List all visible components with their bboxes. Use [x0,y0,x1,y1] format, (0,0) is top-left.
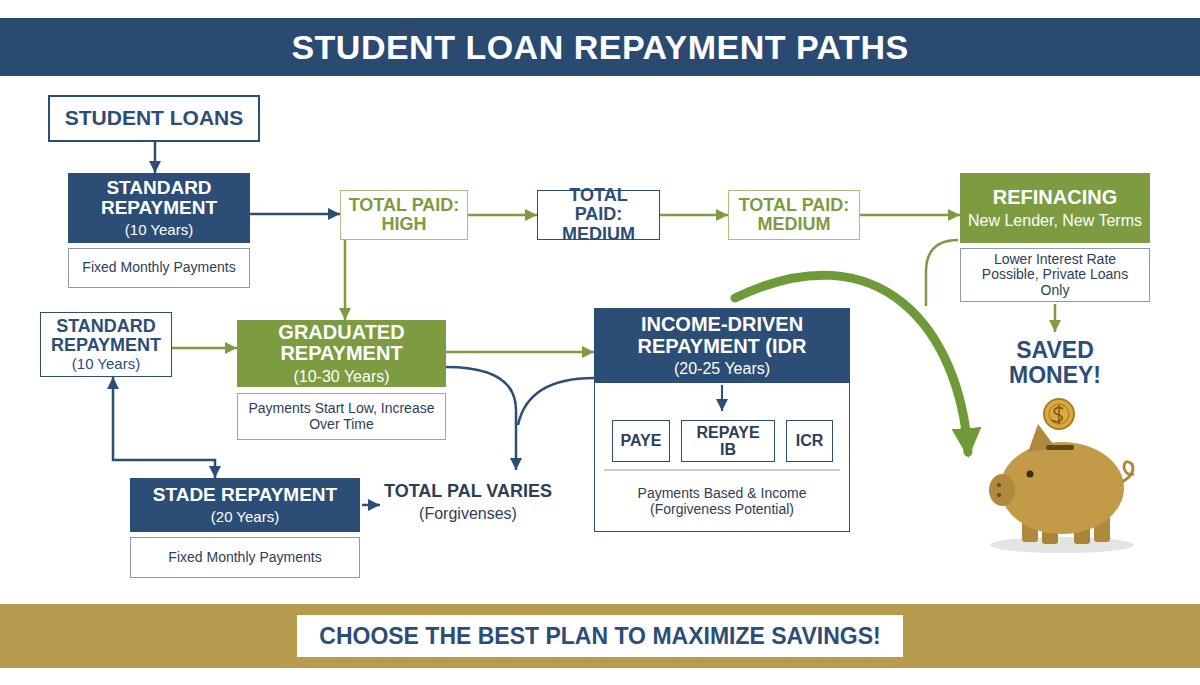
merge-line [518,378,594,425]
box-text: (10 Years) [72,356,140,372]
box-title: ICR [796,432,824,449]
box-title: TOTAL PAID: MEDIUM [735,196,853,235]
inner-arrow [721,385,723,411]
piggy-body [1000,442,1124,534]
piggy-tail [1122,462,1134,482]
plan-box: INCOME-DRIVEN REPAYMENT (IDR (20-25 Years… [594,308,850,532]
piggy-nostril [997,483,1001,487]
box-body: Payments Based & Income (Forgiveness Pot… [595,473,849,530]
box-title: GRADUATED REPAYMENT [243,322,440,365]
flow-arrow [344,240,347,320]
box-title: TOTAL PAID: MEDIUM [544,186,653,244]
piggy-leg [1094,508,1110,542]
piggy-eye [1027,471,1034,478]
box-text: New Lender, New Terms [968,212,1142,229]
separator-line [604,470,840,471]
box-body: Fixed Monthly Payments [130,537,360,578]
box-text: Lower Interest Rate Possible, Private Lo… [967,252,1143,297]
flow-arrow [660,214,728,217]
box-text: (20 Years) [211,509,279,525]
plan-box: GRADUATED REPAYMENT (10-30 Years) Payments… [237,320,446,440]
coin-rim [1049,404,1069,424]
box-text: Payments Start Low, Increase Over Time [244,401,439,431]
savings-arrow [735,275,968,452]
box-text: (10 Years) [125,222,193,238]
box-title: INCOME-DRIVEN REPAYMENT (IDR [601,314,843,357]
piggy-leg [1042,512,1058,544]
coin-symbol [1052,408,1063,422]
flow-arrow [172,347,237,350]
box-header: REFINACING New Lender, New Terms [960,173,1150,243]
process-box: STANDARD REPAYMENT(10 Years) [40,312,172,377]
piggy-snout [989,474,1015,506]
box-body: Lower Interest Rate Possible, Private Lo… [960,248,1150,302]
connector-line [926,240,958,306]
box-text: Fixed Monthly Payments [168,550,321,565]
note-label: (Forgivenses) [378,505,558,522]
box-body: Fixed Monthly Payments [68,248,250,288]
caption-text: CHOOSE THE BEST PLAN TO MAXIMIZE SAVINGS… [319,624,880,649]
merge-line [446,367,516,470]
plan-box: REFINACING New Lender, New TermsLower Int… [960,173,1150,302]
process-box: TOTAL PAID: HIGH [340,190,468,240]
box-header: INCOME-DRIVEN REPAYMENT (IDR (20-25 Years… [595,309,849,383]
box-title: REFINACING [993,187,1117,209]
box-title: PAYE [621,432,662,449]
box-title: STADE REPAYMENT [153,485,337,506]
piggy-leg [1022,508,1038,542]
plan-type-box: PAYE [612,420,670,462]
box-header: STANDARD REPAYMENT (10 Years) [68,173,250,243]
box-text: Fixed Monthly Payments [82,260,235,275]
leader-arrow [1054,304,1057,332]
process-box: TOTAL PAID: MEDIUM [537,190,660,240]
box-text: (20-25 Years) [674,360,770,377]
leader-arrow [362,504,380,507]
note-label: TOTAL PAL VARIES [378,482,558,501]
box-text: Payments Based & Income (Forgiveness Pot… [601,486,843,516]
box-title: TOTAL PAID: HIGH [347,196,461,235]
flow-arrow [860,214,960,217]
title-text: STUDENT LOAN REPAYMENT PATHS [291,29,908,66]
flow-arrow [154,142,157,173]
flow-arrow [113,377,215,478]
process-box: STUDENT LOANS [48,95,260,142]
plan-box: STANDARD REPAYMENT (10 Years) Fixed Monthl… [68,173,250,288]
box-title: STANDARD REPAYMENT [47,317,165,356]
plan-type-box: REPAYE IB [681,420,775,462]
box-body: Payments Start Low, Increase Over Time [237,393,446,440]
piggy-ear [1028,424,1056,452]
box-title: REPAYE IB [688,424,768,459]
caption-box: CHOOSE THE BEST PLAN TO MAXIMIZE SAVINGS… [297,615,902,657]
flow-arrow [468,214,537,217]
note-label: SAVED MONEY! [990,338,1120,388]
box-header: STADE REPAYMENT (20 Years) [130,478,360,532]
box-title: STANDARD REPAYMENT [74,178,244,219]
piggy-leg [1074,512,1090,544]
plan-box: STADE REPAYMENT (20 Years) Fixed Monthly P… [130,478,360,578]
coin-symbol [1058,405,1060,424]
flow-arrow [250,213,340,216]
process-box: TOTAL PAID: MEDIUM [728,190,860,240]
coin-slot [1046,445,1074,450]
footer-band: CHOOSE THE BEST PLAN TO MAXIMIZE SAVINGS… [0,604,1200,668]
title-band: STUDENT LOAN REPAYMENT PATHS [0,18,1200,76]
box-title: STUDENT LOANS [65,107,244,130]
piggy-nostril [997,493,1001,497]
coin [1044,399,1074,429]
box-text: (10-30 Years) [293,368,389,385]
piggy-shadow [990,537,1134,553]
flow-arrow [446,351,594,354]
box-header: GRADUATED REPAYMENT (10-30 Years) [237,320,446,387]
plan-type-box: ICR [786,420,833,462]
